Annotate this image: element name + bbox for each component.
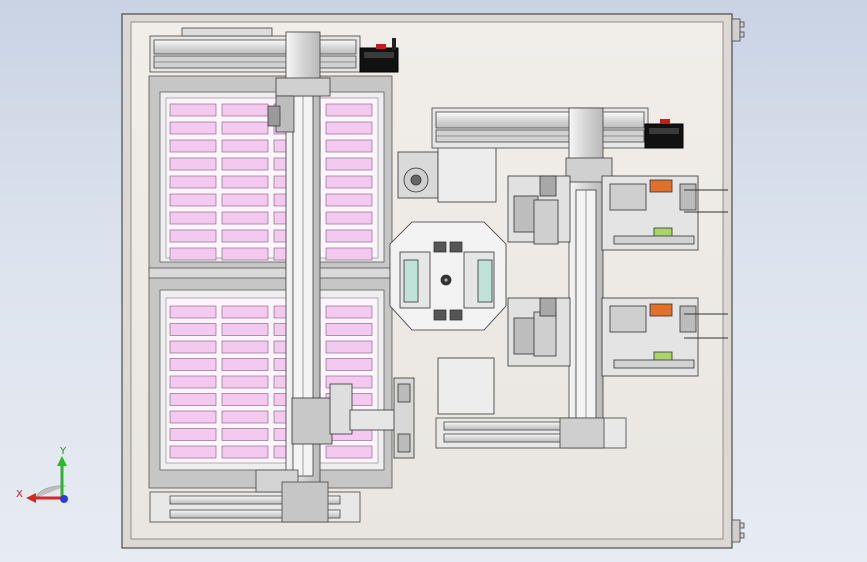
tray-slot bbox=[325, 139, 373, 153]
tray-slot bbox=[221, 358, 269, 371]
top-linear-rail-right bbox=[431, 107, 649, 149]
signal-cables bbox=[684, 189, 728, 339]
test-module-upper bbox=[507, 175, 699, 251]
tray-slot bbox=[221, 375, 269, 389]
tray-slot bbox=[169, 211, 217, 225]
tray-slot bbox=[169, 175, 217, 189]
tray-slot bbox=[221, 410, 269, 424]
tray-slot bbox=[221, 211, 269, 225]
coordinate-triad: Y X bbox=[16, 446, 68, 503]
test-module-lower bbox=[507, 297, 699, 377]
triad-x-label: X bbox=[16, 489, 23, 500]
servo-motor-top-left bbox=[359, 38, 399, 73]
tray-slot bbox=[325, 323, 373, 336]
tray-slot bbox=[325, 247, 373, 261]
bottom-linear-rail-left bbox=[149, 469, 361, 523]
tray-slot bbox=[325, 211, 373, 225]
tray-slot bbox=[221, 340, 269, 354]
lower-block-center bbox=[437, 357, 495, 415]
tray-slot bbox=[169, 375, 217, 389]
triad-z-axis bbox=[60, 495, 68, 503]
tray-slot bbox=[221, 247, 269, 261]
tray-slot bbox=[221, 305, 269, 319]
tray-slot bbox=[325, 193, 373, 207]
tray-slot bbox=[221, 323, 269, 336]
tray-slot bbox=[325, 157, 373, 171]
tray-slot bbox=[325, 175, 373, 189]
tray-slot bbox=[325, 121, 373, 135]
tray-slot bbox=[221, 139, 269, 153]
tray-slot bbox=[221, 103, 269, 117]
tray-slot bbox=[221, 393, 269, 406]
tray-slot bbox=[221, 229, 269, 243]
tray-slot bbox=[221, 193, 269, 207]
tray-slot bbox=[169, 323, 217, 336]
triad-x-arrow-icon bbox=[26, 493, 36, 503]
gantry-carriage-lower bbox=[291, 377, 415, 459]
gantry-vertical-right bbox=[565, 107, 613, 449]
tray-slot bbox=[169, 193, 217, 207]
tray-slot bbox=[325, 229, 373, 243]
tray-lower bbox=[159, 289, 385, 471]
tray-slot bbox=[169, 247, 217, 261]
tray-slot bbox=[169, 445, 217, 459]
tray-slot bbox=[325, 305, 373, 319]
servo-motor-top-right bbox=[644, 119, 684, 149]
tray-slot bbox=[169, 340, 217, 354]
triad-y-label: Y bbox=[59, 446, 67, 457]
tray-slot bbox=[169, 393, 217, 406]
tray-slot bbox=[169, 139, 217, 153]
tray-slot bbox=[169, 157, 217, 171]
tray-slot bbox=[221, 445, 269, 459]
tray-slot bbox=[221, 175, 269, 189]
tray-slot bbox=[221, 428, 269, 441]
tray-slot bbox=[325, 340, 373, 354]
tray-slot bbox=[221, 121, 269, 135]
bottom-linear-rail-right bbox=[435, 417, 627, 449]
center-rotary-fixture bbox=[389, 221, 507, 331]
tray-slot bbox=[169, 103, 217, 117]
tray-slot bbox=[169, 305, 217, 319]
tray-slot bbox=[169, 229, 217, 243]
tray-slot bbox=[325, 103, 373, 117]
tray-slot bbox=[169, 121, 217, 135]
tray-slot bbox=[325, 358, 373, 371]
gear-motor-block bbox=[397, 145, 497, 203]
tray-slot bbox=[169, 410, 217, 424]
tray-slot bbox=[221, 157, 269, 171]
tray-slot bbox=[169, 428, 217, 441]
tray-slot bbox=[169, 358, 217, 371]
triad-y-arrow-icon bbox=[57, 456, 67, 466]
tray-slot bbox=[325, 445, 373, 459]
door-hinges bbox=[731, 18, 745, 543]
